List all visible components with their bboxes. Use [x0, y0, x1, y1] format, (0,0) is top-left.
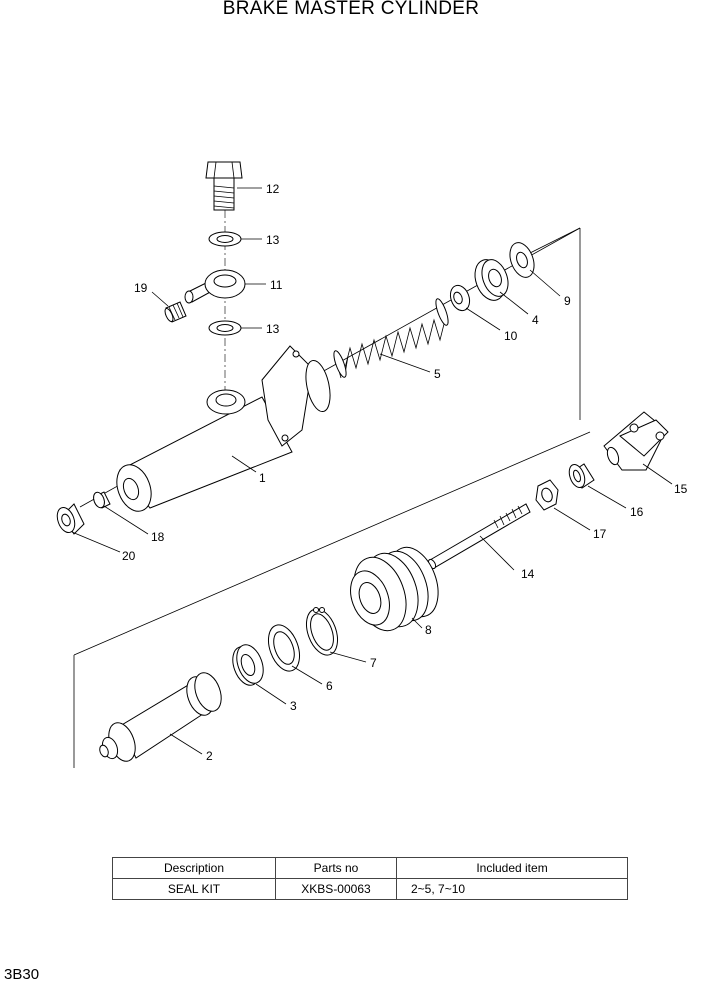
- callout-5: 5: [434, 367, 441, 381]
- cell-description: SEAL KIT: [112, 878, 276, 900]
- callout-12: 12: [266, 182, 280, 196]
- callout-7: 7: [370, 656, 377, 670]
- part-1-cylinder-body: [116, 345, 331, 512]
- callout-leader-lines: [71, 187, 673, 755]
- callout-17: 17: [593, 527, 607, 541]
- callout-3: 3: [290, 699, 297, 713]
- callout-4: 4: [532, 313, 539, 327]
- seal-kit-table: Description Parts no Included item SEAL …: [112, 857, 628, 900]
- callout-2: 2: [206, 749, 213, 763]
- callout-16: 16: [630, 505, 644, 519]
- callout-10: 10: [504, 329, 518, 343]
- callout-14: 14: [521, 567, 535, 581]
- part-12-bolt: [205, 161, 243, 211]
- part-6-stop-ring: [267, 624, 301, 672]
- callout-13-upper: 13: [266, 233, 280, 247]
- table-row: SEAL KIT XKBS-00063 2~5, 7~10: [112, 878, 628, 900]
- part-17-hex-nut: [535, 479, 559, 511]
- part-19-set-screw: [164, 301, 187, 323]
- part-15-clevis: [603, 411, 669, 471]
- callout-8: 8: [425, 623, 432, 637]
- part-10-spacer: [449, 284, 471, 312]
- part-13-washer-lower: [208, 320, 242, 336]
- part-4-seal-nut: [474, 259, 509, 301]
- table-header-row: Description Parts no Included item: [112, 857, 628, 879]
- callout-labels: 12 13 11 19 13 5 10 4 9 1 15 16 17 18 20…: [122, 182, 688, 763]
- header-parts-no: Parts no: [275, 857, 397, 879]
- callout-20: 20: [122, 549, 136, 563]
- callout-13-lower: 13: [266, 322, 280, 336]
- page-number: 3B30: [4, 966, 40, 983]
- part-13-washer-upper: [208, 231, 242, 247]
- callout-11: 11: [270, 278, 283, 292]
- part-3-piston-seal: [232, 644, 264, 686]
- callout-19: 19: [134, 281, 148, 295]
- callout-9: 9: [564, 294, 571, 308]
- header-included-item: Included item: [396, 857, 628, 879]
- cell-parts-no: XKBS-00063: [275, 878, 397, 900]
- page-title: BRAKE MASTER CYLINDER: [222, 0, 480, 19]
- callout-15: 15: [674, 482, 688, 496]
- callout-6: 6: [326, 679, 333, 693]
- part-20-dust-cap: [56, 503, 85, 535]
- cell-included-item: 2~5, 7~10: [396, 878, 628, 900]
- part-5-spring: [333, 298, 449, 379]
- part-16-lock-nut: [568, 463, 595, 489]
- part-11-banjo-fitting: [184, 269, 246, 304]
- part-18-check-valve: [93, 491, 111, 509]
- callout-18: 18: [151, 530, 165, 544]
- part-14-push-rod: [427, 503, 531, 570]
- callout-1: 1: [259, 471, 266, 485]
- part-8-rubber-boot: [350, 546, 439, 632]
- part-2-piston: [99, 672, 222, 762]
- header-description: Description: [112, 857, 276, 879]
- part-9-washer: [509, 242, 535, 278]
- part-7-snap-ring: [305, 607, 339, 656]
